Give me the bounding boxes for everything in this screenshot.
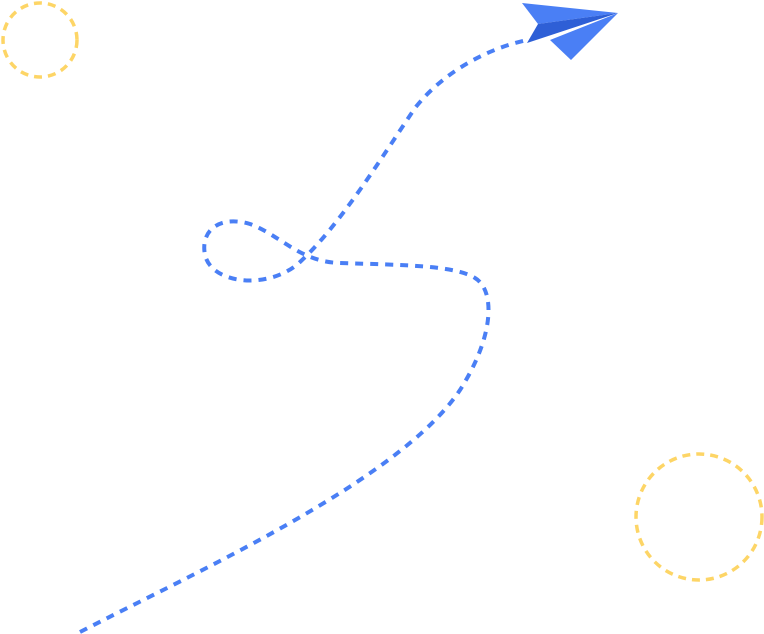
dashed-circle-icon: [634, 452, 764, 582]
dashed-circle-icon: [1, 1, 79, 79]
paper-plane-icon: [522, 3, 618, 60]
dashed-flight-path: [79, 38, 528, 634]
